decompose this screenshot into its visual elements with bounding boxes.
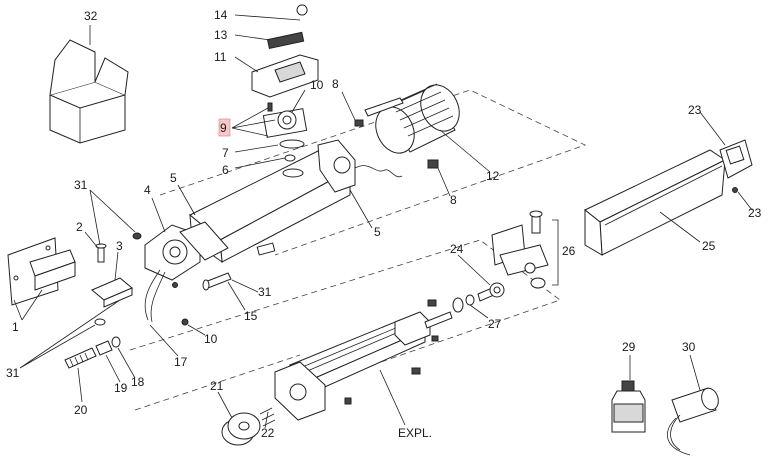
part-front-flange: [144, 221, 229, 323]
label-23-top: 23: [688, 103, 702, 117]
label-17: 17: [174, 355, 188, 369]
label-8-bottom: 8: [450, 193, 457, 207]
label-26: 26: [562, 244, 576, 258]
label-8-top: 8: [332, 77, 339, 91]
label-23-right: 23: [748, 206, 762, 220]
part-cap-housing: [262, 102, 308, 162]
label-24: 24: [450, 242, 464, 256]
label-9: 9: [220, 121, 227, 135]
part-fittings: [64, 336, 121, 369]
label-31-right: 31: [258, 285, 272, 299]
label-18: 18: [131, 375, 145, 389]
label-29: 29: [622, 340, 636, 354]
label-30: 30: [682, 340, 696, 354]
part-box: [49, 39, 129, 144]
label-7: 7: [222, 146, 229, 160]
part-capacitor: [667, 387, 719, 456]
part-bottle: [611, 380, 646, 433]
label-13: 13: [214, 28, 228, 42]
label-27: 27: [488, 317, 502, 331]
label-5-left: 5: [170, 171, 177, 185]
assembly-guide-lines: [129, 89, 587, 411]
part-rear-bracket: [7, 232, 142, 326]
label-1: 1: [12, 320, 19, 334]
part-rail: [584, 139, 753, 256]
label-3: 3: [116, 239, 123, 253]
part-main-housing: [189, 139, 403, 264]
label-12: 12: [486, 169, 500, 183]
label-22: 22: [261, 426, 275, 440]
part-disc: [221, 407, 276, 446]
label-expl: EXPL.: [398, 426, 432, 440]
part-motor: [354, 83, 460, 169]
label-10-bottom: 10: [204, 332, 218, 346]
label-32: 32: [84, 9, 98, 23]
label-15: 15: [244, 309, 258, 323]
callout-labels: 32 14 13 11 10 8 9 7 6 12 8 5 5 4 31 2 3…: [6, 8, 762, 440]
part-actuator: [274, 299, 453, 421]
label-31-left: 31: [6, 366, 20, 380]
label-6: 6: [222, 163, 229, 177]
part-pivot-pin: [172, 272, 232, 326]
label-31-top: 31: [74, 178, 88, 192]
label-5-right: 5: [374, 225, 381, 239]
part-rod-end-bracket: [452, 210, 559, 313]
label-9-highlight: [218, 118, 231, 137]
label-4: 4: [144, 183, 151, 197]
label-10-top: 10: [310, 78, 324, 92]
label-20: 20: [74, 403, 88, 417]
label-14: 14: [214, 8, 228, 22]
label-11: 11: [214, 50, 227, 64]
label-19: 19: [114, 381, 128, 395]
label-25: 25: [702, 239, 716, 253]
label-21: 21: [210, 379, 224, 393]
part-cover-group: [251, 4, 319, 98]
label-2: 2: [76, 220, 83, 234]
leader-lines: [13, 14, 753, 429]
